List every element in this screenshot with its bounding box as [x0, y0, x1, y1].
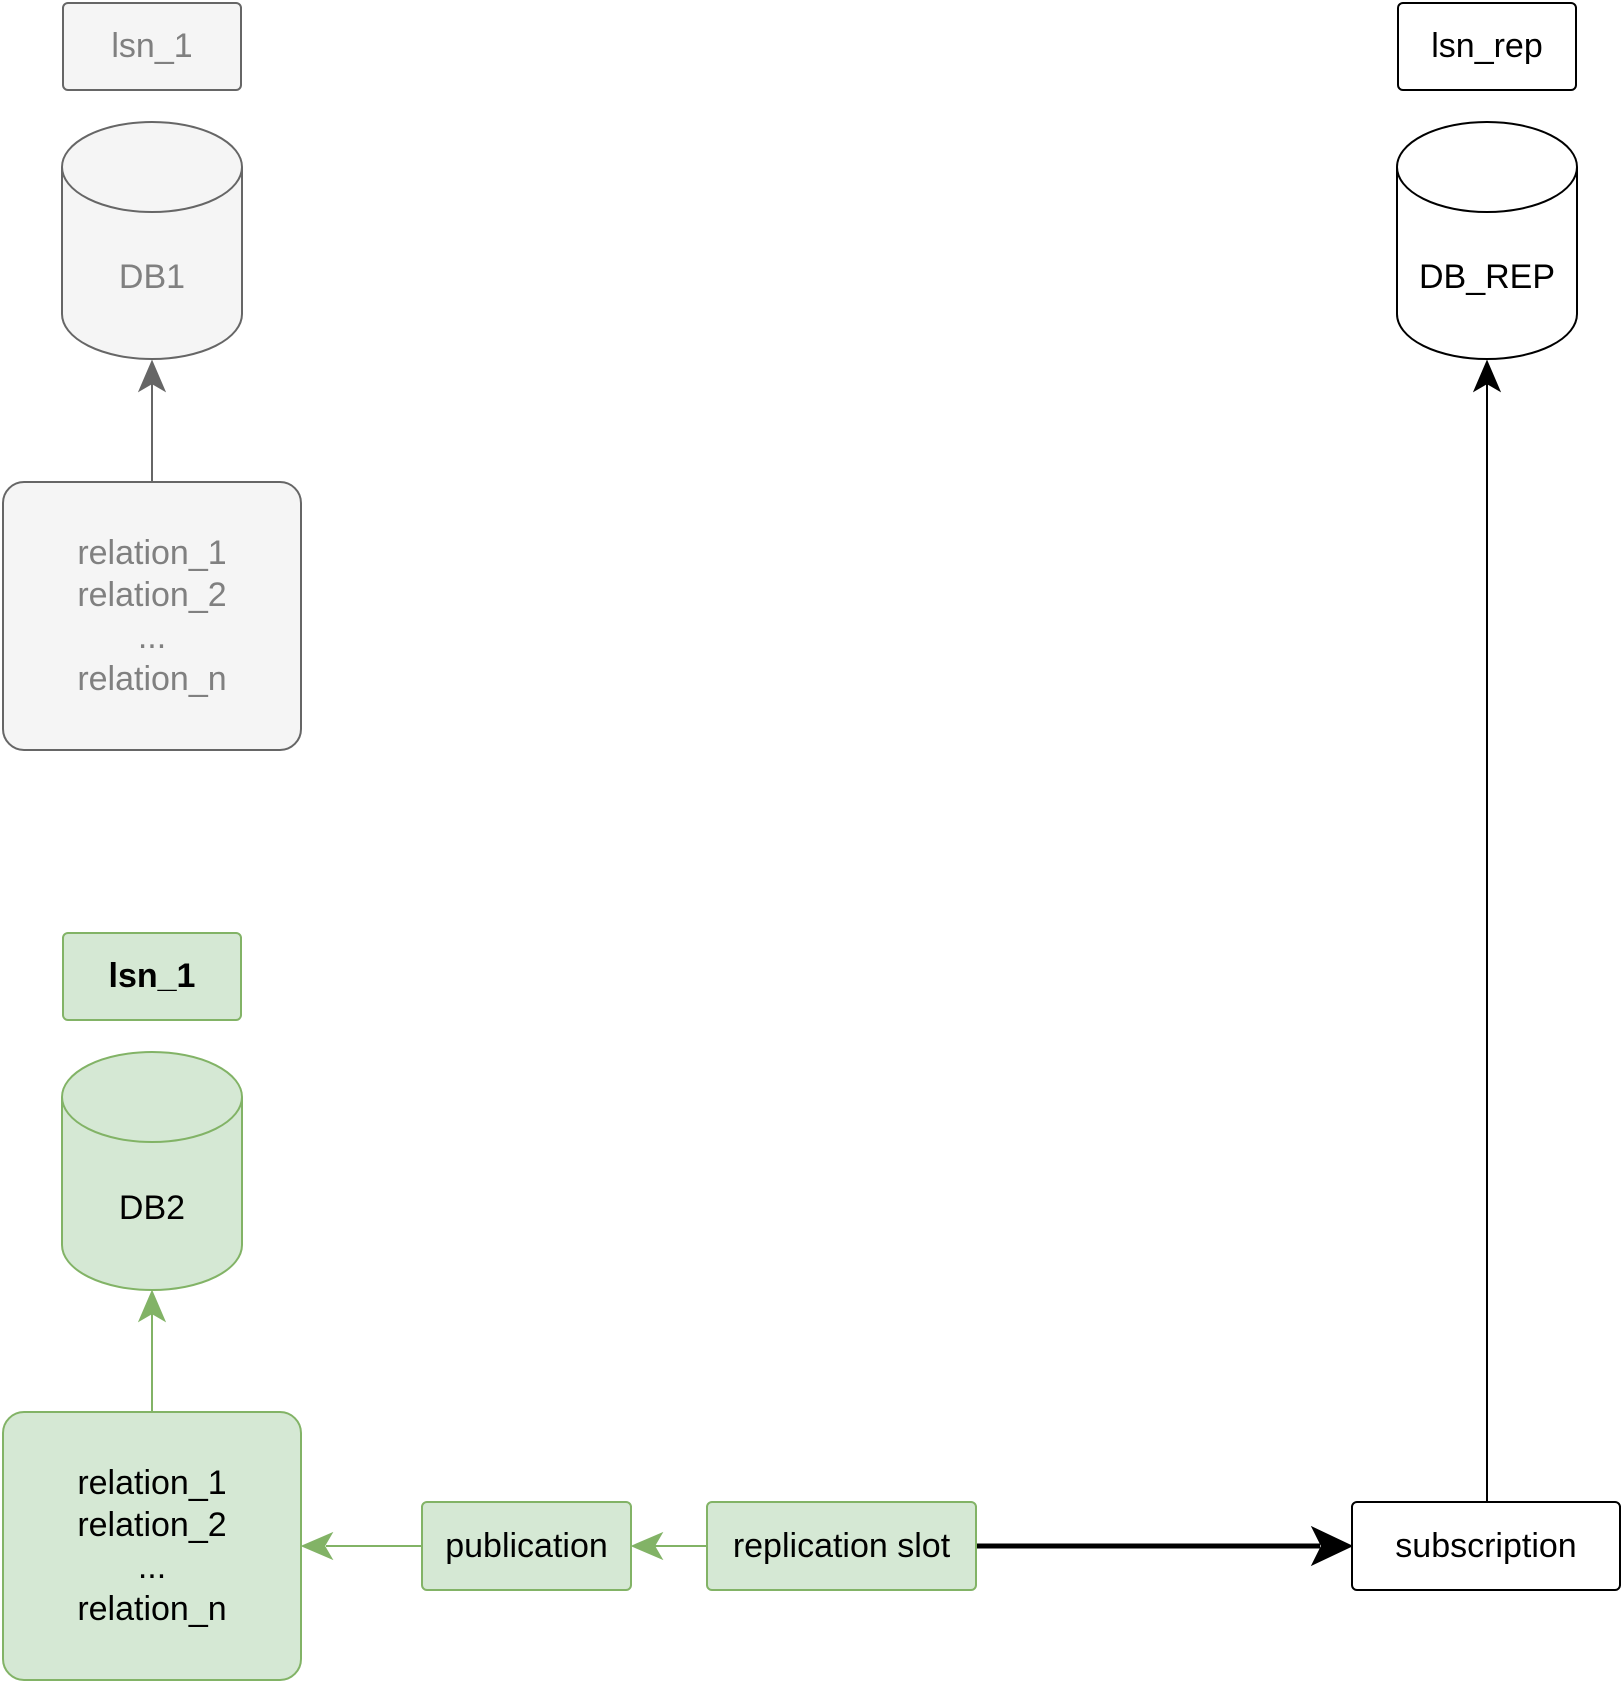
db2-label: DB2 [118, 1189, 186, 1227]
arrow-slot-to-publication [630, 1531, 706, 1561]
db1-lsn-box: lsn_1 [62, 2, 242, 91]
db1-cylinder [61, 121, 243, 360]
db2-lsn-label: lsn_1 [108, 957, 196, 995]
db1-relation-1: relation_1 [77, 534, 227, 572]
subscription-box: subscription [1351, 1501, 1621, 1591]
arrow-slot-to-subscription [977, 1525, 1354, 1567]
arrow-subscription-to-db-rep [1472, 359, 1502, 1501]
db2-relations-box: relation_1 relation_2 ... relation_n [2, 1411, 302, 1681]
arrow-publication-to-relations [300, 1531, 421, 1561]
db1-relation-ellipsis: ... [137, 618, 167, 656]
db-rep-cylinder [1396, 121, 1578, 360]
replication-slot-box: replication slot [706, 1501, 977, 1591]
db1-relation-n: relation_n [77, 660, 227, 698]
subscription-label: subscription [1395, 1526, 1577, 1565]
db2-relation-1: relation_1 [77, 1464, 227, 1502]
publication-label: publication [445, 1526, 608, 1565]
publication-box: publication [421, 1501, 632, 1591]
db1-lsn-label: lsn_1 [111, 27, 193, 65]
db2-relation-n: relation_n [77, 1590, 227, 1628]
db1-label: DB1 [118, 258, 186, 296]
db2-relation-ellipsis: ... [137, 1548, 167, 1586]
arrow-relations-to-db2 [137, 1289, 167, 1411]
rep-lsn-box: lsn_rep [1397, 2, 1577, 91]
replication-slot-label: replication slot [732, 1526, 951, 1565]
db2-cylinder [61, 1051, 243, 1291]
rep-lsn-label: lsn_rep [1431, 27, 1543, 65]
db1-relations-box: relation_1 relation_2 ... relation_n [2, 481, 302, 751]
db2-lsn-box: lsn_1 [62, 932, 242, 1021]
db1-relation-2: relation_2 [77, 576, 227, 614]
arrow-relations-to-db1 [137, 359, 167, 481]
db2-relation-2: relation_2 [77, 1506, 227, 1544]
db-rep-label: DB_REP [1418, 258, 1556, 296]
